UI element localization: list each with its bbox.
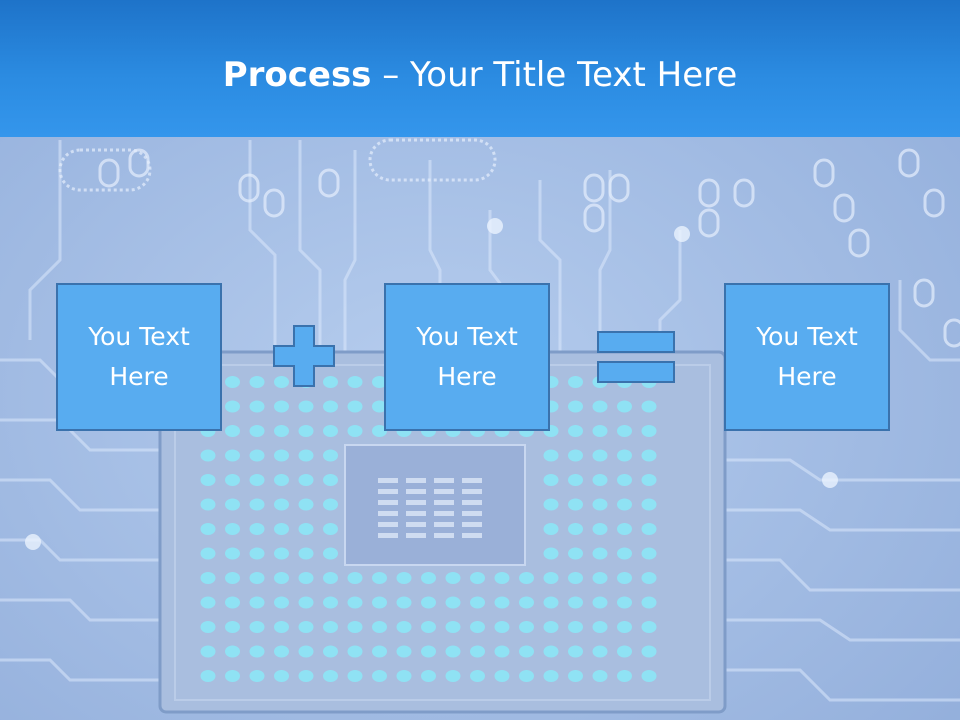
- process-box-3[interactable]: You Text Here: [724, 283, 890, 431]
- plus-icon: [273, 325, 335, 387]
- process-box-1[interactable]: You Text Here: [56, 283, 222, 431]
- equals-icon: [597, 331, 675, 383]
- title-bar: [0, 0, 960, 137]
- slide-title: Process – Your Title Text Here: [0, 52, 960, 98]
- process-box-2[interactable]: You Text Here: [384, 283, 550, 431]
- title-rest: – Your Title Text Here: [371, 55, 738, 95]
- title-bold: Process: [222, 55, 372, 95]
